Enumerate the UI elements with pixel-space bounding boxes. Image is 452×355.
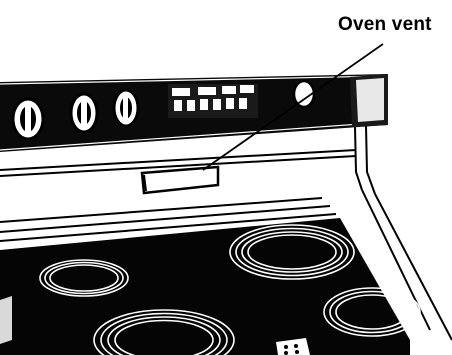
knob-1 [13,99,43,139]
knob-2 [71,94,97,132]
oven-vent [142,167,218,193]
cooktop-surface [0,218,410,355]
knob-3 [114,90,138,126]
control-display [168,84,258,118]
oven-vent-label: Oven vent [338,14,432,36]
left-edge-mark [0,296,12,344]
